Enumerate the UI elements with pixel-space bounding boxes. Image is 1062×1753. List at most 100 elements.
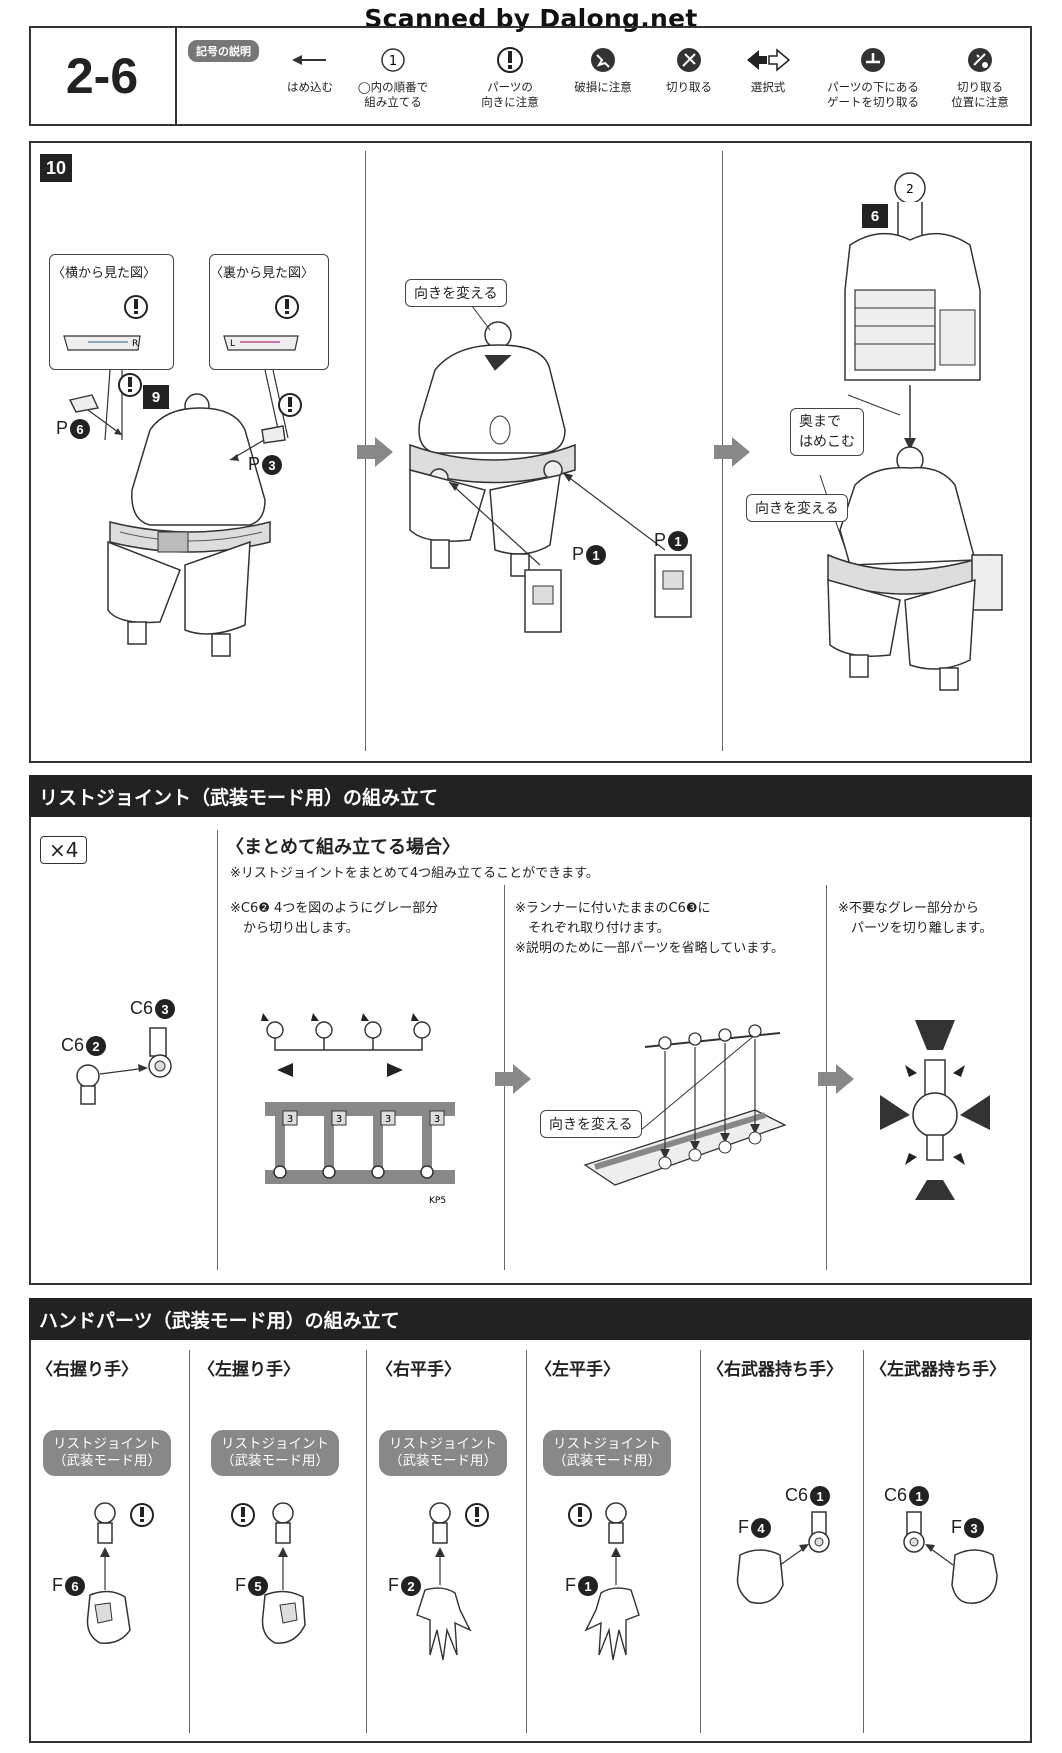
legend-item-order: 1 ◯内の順番で 組み立てる — [345, 40, 441, 110]
hand-figure-right-weapon — [736, 1511, 830, 1604]
torso — [131, 407, 266, 526]
hand-part — [736, 1549, 784, 1604]
section-title-wrist: リストジョイント（武装モード用）の組み立て — [29, 775, 1032, 817]
wrist-joint-pill: リストジョイント （武装モード用） — [43, 1430, 171, 1476]
part-p3 — [261, 425, 286, 444]
hand-figure-right-open — [416, 1502, 489, 1661]
next-arrow-icon — [714, 437, 750, 467]
divider — [189, 1350, 190, 1733]
belt — [409, 443, 576, 484]
callout-change-orientation: 向きを変える — [405, 279, 507, 307]
column-title: 〈右武器持ち手〉 — [707, 1360, 843, 1380]
step-number: 2-6 — [29, 26, 177, 126]
choice-arrows-icon — [747, 48, 791, 72]
legend-item-choice: 選択式 — [720, 40, 816, 95]
watermark: Scanned by Dalong.net — [364, 4, 698, 33]
step-10-panel — [29, 141, 1032, 763]
exclamation-icon — [568, 1503, 592, 1527]
legend-item-breakage: 破損に注意 — [555, 40, 651, 95]
column-title: 〈左握り手〉 — [198, 1360, 300, 1380]
step10-figure-2 — [409, 289, 692, 633]
runner-assembly-figure — [583, 1024, 787, 1186]
callout-change-orientation: 向きを変える — [746, 494, 848, 522]
column-title: 〈右平手〉 — [376, 1360, 461, 1380]
wrist-joint-pill: リストジョイント （武装モード用） — [543, 1430, 671, 1476]
callout-change-orientation: 向きを変える — [540, 1110, 642, 1138]
side-view-inset — [49, 254, 174, 370]
torso — [839, 466, 976, 566]
arrow-left-icon — [292, 55, 326, 65]
wrist-subtitle: 〈まとめて組み立てる場合〉 — [226, 837, 460, 858]
belt — [109, 521, 271, 553]
circled-number-icon: 1 — [381, 48, 405, 72]
divider — [700, 1350, 701, 1733]
svg-text:3: 3 — [434, 1114, 440, 1125]
next-arrow-icon — [818, 1064, 854, 1094]
exclamation-icon — [278, 393, 302, 417]
wrist-subnote: ※リストジョイントをまとめて4つ組み立てることができます。 — [230, 866, 599, 881]
callout-push-in: 奥まで はめこむ — [790, 408, 864, 456]
divider — [526, 1350, 527, 1733]
step10-figure-3: 2 — [819, 172, 1003, 691]
exclamation-icon — [124, 295, 148, 319]
column-title: 〈左平手〉 — [535, 1360, 620, 1380]
gate-cut-icon — [861, 48, 885, 72]
wrist-note-1: ※C6❷ 4つを図のようにグレー部分 から切り出します。 — [230, 901, 439, 936]
legend-header — [29, 26, 1032, 126]
wrist-joint-pill: リストジョイント （武装モード用） — [379, 1430, 507, 1476]
next-arrow-icon — [495, 1064, 531, 1094]
section-title-hand: ハンドパーツ（武装モード用）の組み立て — [29, 1298, 1032, 1340]
legend-item-gate-cut: パーツの下にある ゲートを切り取る — [818, 40, 928, 110]
wrist-joint-parts — [76, 1027, 172, 1105]
wrist-panel — [29, 817, 1032, 1285]
wrist-note-3: ※不要なグレー部分から パーツを切り離します。 — [838, 901, 993, 936]
torso — [418, 344, 566, 454]
legend-item-cut: 切り取る — [641, 40, 737, 95]
exclamation-icon — [497, 47, 523, 73]
divider — [217, 830, 218, 1270]
sub-step-badge: 6 — [862, 204, 888, 228]
svg-text:L: L — [230, 339, 235, 349]
back-view-inset — [209, 254, 329, 370]
cut-icon — [677, 48, 701, 72]
wrist-note-2: ※ランナーに付いたままのC6❸に それぞれ取り付けます。 ※説明のために一部パー… — [515, 901, 784, 956]
next-arrow-icon — [357, 437, 393, 467]
hand-panel — [29, 1340, 1032, 1743]
svg-text:3: 3 — [287, 1114, 293, 1125]
step10-figure-1: R L — [63, 295, 302, 657]
cut-position-icon — [968, 48, 992, 72]
separation-figure — [880, 1020, 990, 1200]
hand-part — [416, 1587, 472, 1661]
column-title: 〈左武器持ち手〉 — [870, 1360, 1006, 1380]
hand-part — [951, 1549, 998, 1604]
legend-title: 記号の説明 — [188, 40, 259, 62]
legend-item-fit: はめ込む — [262, 40, 358, 95]
joint-ball — [266, 1021, 431, 1039]
hand-figure-left-weapon — [903, 1511, 998, 1604]
breakage-warning-icon — [591, 48, 615, 72]
exclamation-icon — [275, 295, 299, 319]
svg-text:R: R — [132, 339, 138, 349]
hand-part — [584, 1587, 640, 1661]
divider — [863, 1350, 864, 1733]
legend-item-cut-position: 切り取る 位置に注意 — [932, 40, 1028, 110]
divider — [366, 1350, 367, 1733]
column-title: 〈右握り手〉 — [36, 1360, 138, 1380]
exclamation-icon — [118, 373, 142, 397]
hand-figure-left-fist — [231, 1502, 306, 1644]
hand-figure-left-open — [568, 1502, 640, 1661]
